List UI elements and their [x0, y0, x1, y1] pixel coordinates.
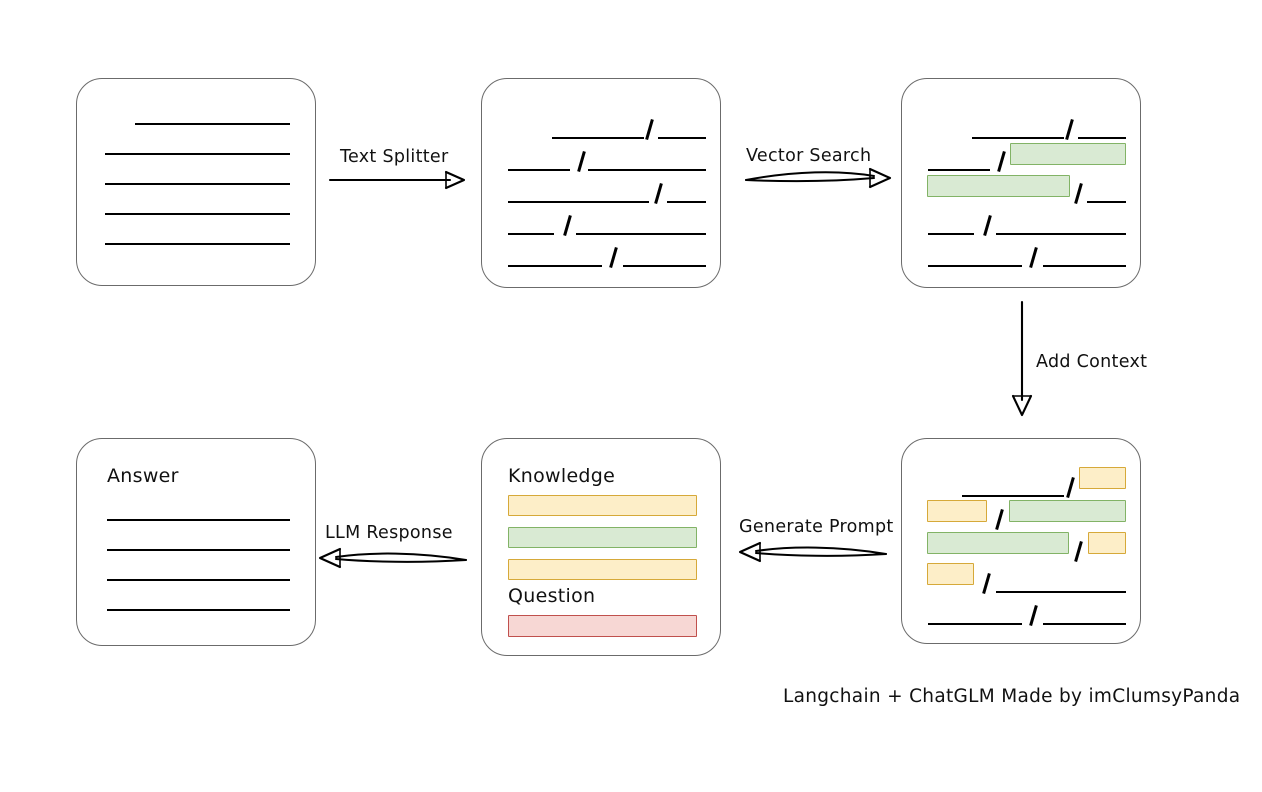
text-segment: [1043, 623, 1126, 625]
slash-separator: [996, 150, 1007, 174]
text-segment: [928, 265, 1022, 267]
slash-separator: [994, 508, 1005, 532]
document-line: [105, 153, 290, 155]
slash-separator: [981, 572, 992, 596]
edge-label-add-context: Add Context: [1036, 352, 1148, 372]
text-segment: [508, 169, 570, 171]
slash-separator: [608, 246, 619, 270]
text-segment: [962, 495, 1064, 497]
document-row: [927, 563, 1126, 596]
text-segment: [576, 233, 706, 235]
slash-separator: [653, 182, 664, 206]
highlight-chip-yellow: [1088, 532, 1126, 554]
text-segment: [928, 623, 1022, 625]
document-line: [107, 519, 290, 521]
footer-credit: Langchain + ChatGLM Made by imClumsyPand…: [783, 686, 1241, 707]
highlight-chip-green: [1009, 500, 1126, 522]
edge-label-llm-response: LLM Response: [325, 523, 453, 543]
document-row: [928, 467, 1126, 500]
question-bar-red: [508, 615, 697, 637]
document-line: [105, 243, 290, 245]
slash-separator: [1073, 540, 1084, 564]
highlight-chip-green: [927, 532, 1069, 554]
node-matched-document[interactable]: [901, 78, 1141, 288]
highlight-chip-yellow: [1079, 467, 1126, 489]
prompt-heading-knowledge: Knowledge: [508, 465, 616, 487]
text-segment: [588, 169, 706, 171]
arrow-vector-search: [745, 167, 892, 189]
arrow-llm-response: [318, 547, 467, 569]
text-segment: [667, 201, 706, 203]
text-segment: [508, 201, 649, 203]
node-prompt[interactable]: Knowledge Question: [481, 438, 721, 656]
text-segment: [508, 233, 554, 235]
arrow-add-context: [1011, 300, 1033, 417]
text-segment: [1078, 137, 1126, 139]
document-line: [107, 609, 290, 611]
text-segment: [928, 233, 974, 235]
edge-label-vector-search: Vector Search: [746, 146, 872, 166]
document-row: [928, 599, 1126, 628]
highlight-chip-green: [1010, 143, 1126, 165]
highlight-chip-yellow: [927, 500, 987, 522]
document-row: [927, 175, 1126, 206]
answer-heading: Answer: [107, 465, 179, 487]
document-row: [508, 241, 706, 270]
node-source-document[interactable]: [76, 78, 316, 286]
text-segment: [996, 233, 1126, 235]
slash-separator: [1028, 246, 1039, 270]
prompt-heading-question: Question: [508, 585, 596, 607]
document-row: [508, 145, 706, 174]
slash-separator: [1073, 182, 1084, 206]
document-line: [135, 123, 290, 125]
slash-separator: [562, 214, 573, 238]
text-segment: [1043, 265, 1126, 267]
node-answer[interactable]: Answer: [76, 438, 316, 646]
document-row: [928, 241, 1126, 270]
text-segment: [928, 169, 990, 171]
document-line: [107, 579, 290, 581]
knowledge-bar-yellow: [508, 559, 697, 580]
slash-separator: [1065, 476, 1076, 500]
node-context-document[interactable]: [901, 438, 1141, 644]
document-line: [107, 549, 290, 551]
document-row: [927, 500, 1126, 532]
knowledge-bar-yellow: [508, 495, 697, 516]
slash-separator: [1064, 118, 1075, 142]
text-segment: [972, 137, 1064, 139]
node-split-document[interactable]: [481, 78, 721, 288]
text-segment: [658, 137, 706, 139]
text-segment: [1087, 201, 1126, 203]
arrow-text-splitter: [328, 170, 466, 190]
document-row: [928, 209, 1126, 238]
slash-separator: [576, 150, 587, 174]
document-row: [508, 113, 706, 142]
document-line: [105, 213, 290, 215]
highlight-chip-yellow: [927, 563, 974, 585]
slash-separator: [982, 214, 993, 238]
document-row: [508, 209, 706, 238]
document-row: [928, 113, 1126, 142]
document-row: [928, 143, 1126, 174]
knowledge-bar-green: [508, 527, 697, 548]
arrow-generate-prompt: [738, 541, 887, 563]
text-segment: [552, 137, 644, 139]
text-segment: [996, 591, 1126, 593]
slash-separator: [1028, 604, 1039, 628]
text-segment: [508, 265, 602, 267]
document-row: [927, 532, 1126, 564]
text-segment: [623, 265, 706, 267]
document-line: [105, 183, 290, 185]
document-row: [508, 177, 706, 206]
edge-label-text-splitter: Text Splitter: [340, 147, 449, 167]
highlight-chip-green: [927, 175, 1070, 197]
edge-label-generate-prompt: Generate Prompt: [739, 517, 894, 537]
slash-separator: [644, 118, 655, 142]
